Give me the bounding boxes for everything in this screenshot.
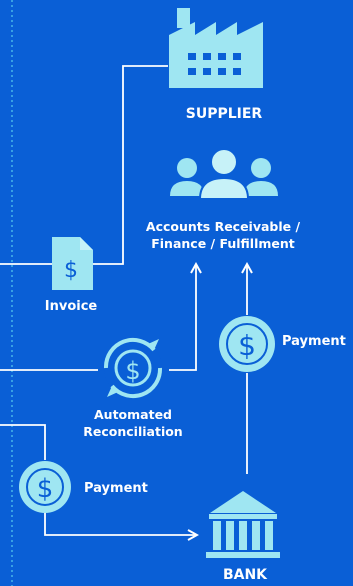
bank-building-icon xyxy=(206,491,280,558)
accounts-receivable-label: Accounts Receivable / Finance / Fulfillm… xyxy=(133,218,313,252)
supplier-label: SUPPLIER xyxy=(185,106,263,122)
payment-label-left: Payment xyxy=(84,481,148,496)
dollar-coin-icon: $ xyxy=(19,461,71,513)
invoice-document-icon: $ xyxy=(52,237,93,290)
svg-text:$: $ xyxy=(125,357,140,385)
svg-text:$: $ xyxy=(37,474,54,504)
ar-label-line2: Finance / Fulfillment xyxy=(151,236,295,251)
reconciliation-label: Automated Reconciliation xyxy=(73,406,193,440)
recon-to-ar-connector xyxy=(169,264,196,371)
svg-text:$: $ xyxy=(238,329,256,362)
invoice-label: Invoice xyxy=(44,299,98,314)
recon-label-line2: Reconciliation xyxy=(83,424,183,439)
left-to-payment-line xyxy=(0,424,46,460)
connector-lines xyxy=(0,65,247,535)
dollar-coin-icon: $ xyxy=(219,316,275,372)
svg-text:$: $ xyxy=(64,258,78,283)
dollar-cycle-icon: $ xyxy=(103,337,163,399)
bank-label: BANK xyxy=(222,567,268,583)
payment-label-right: Payment xyxy=(282,334,346,349)
invoice-to-supplier-connector xyxy=(93,65,168,265)
people-group-icon xyxy=(170,148,278,200)
recon-label-line1: Automated xyxy=(94,407,172,422)
ar-label-line1: Accounts Receivable / xyxy=(145,219,301,234)
payment-to-bank-line xyxy=(44,510,197,535)
factory-icon xyxy=(169,8,263,88)
